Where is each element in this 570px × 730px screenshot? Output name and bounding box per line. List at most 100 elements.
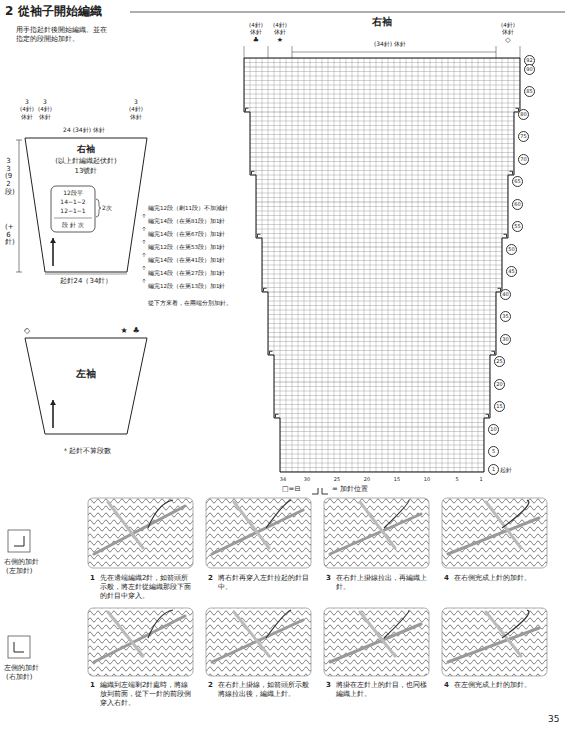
page-title: 2 從袖子開始編織 [5,4,102,19]
dimension-label: 起針 [500,466,512,474]
node-text: 12段平 [63,189,83,197]
technique-name: (左加針) [6,567,32,576]
step-text: 在左側完成上針的加針。 [454,681,549,690]
row-instruction: 編完14段（在第41段）加1針 [148,257,226,264]
part-name: 左袖 [76,368,96,381]
row-number: 30 [500,334,511,345]
row-number: 25 [494,356,505,367]
dimension-label: 休針 [21,114,33,121]
sleeve-shape: 右袖 (以上針編織起伏針)13號針 12段平14−1−212−1−1 段 針 次 2次 [25,138,147,272]
dimension-label: (4針) [501,22,515,29]
row-instruction: 編完14段（在第81段）加1針 [148,218,226,225]
technique-name: 左側的加針 [4,664,39,673]
stitch-number: 5 [455,476,458,482]
row-instruction: 編完14段（在第27段）加1針 [148,270,226,277]
row-number: 15 [494,401,505,412]
dimension-label: ◇ [24,326,30,336]
stitch-number: 25 [334,476,340,482]
dimension-label: ♣ [132,326,139,336]
step-number: 2 [208,681,213,690]
dimension-label: 24 (34針) 休針 [63,126,105,134]
step-number: 3 [326,574,331,583]
chart-title: 右袖 [372,16,392,29]
symbol-key: □=⊟ [282,485,300,494]
dimension-label: 休針 [502,29,514,36]
stitch-number: 15 [394,476,400,482]
dimension-label: (4針) [38,106,52,113]
dimension-label: (4針) [20,106,34,113]
step-text: 在右側完成上針的加針。 [454,574,549,583]
step-number: 1 [90,574,95,583]
row-instruction: 編完12段（在第53段）加1針 [148,244,226,251]
dimension-label: 休針 [250,29,262,36]
row-number: 60 [512,199,523,210]
row-number: 10 [488,424,499,435]
dimension-label: 休針 [274,29,286,36]
step-text: 編織到左端剩2針處時，將線放到前面，從下一針的前段側穿入右針。 [100,681,195,707]
node-text: 12−1−1 [60,207,85,215]
step-number: 4 [444,681,449,690]
step-number: 4 [444,574,449,583]
step-text: 先在邊端編織2針，如箭頭所示般，將左針從編織那段下面的針目中穿入。 [100,574,195,600]
dimension-label: 3 [43,98,47,106]
row-number: 40 [500,289,511,300]
node-text: 13號針 [75,167,98,176]
dimension-label: 休針 [130,114,142,121]
stitch-number: 10 [424,476,430,482]
row-number: 35 [500,311,511,322]
dimension-label: (4針) [129,106,143,113]
row-number: 65 [512,176,523,187]
node-text: 2次 [102,204,112,212]
step-text: 將右針再穿入左針拉起的針目中。 [218,574,313,592]
row-instruction: 編完14段（在第67段）加1針 [148,231,226,238]
node-text: 14−1−2 [60,198,85,206]
stitch-number: 34 [280,476,286,482]
row-number: 1 [488,464,499,475]
dimension-label: (+6針) [5,224,12,247]
instruction-note: 用手指起針後開始編織。並在指定的段開始加針。 [16,26,108,44]
row-number: 80 [518,109,529,120]
dimension-label: (4針) [273,22,287,29]
row-number: 75 [518,131,529,142]
dimension-label: (4針) [249,22,263,29]
dimension-label: ★ [120,326,127,336]
step-text: 在右針上掛線拉出，再編織上針。 [336,574,431,592]
row-number: 5 [488,446,499,457]
step-number: 2 [208,574,213,583]
row-instruction: 編完12段（在第13段）加1針 [148,283,226,290]
sleeve-shape: 左袖 [25,338,147,434]
dimension-label: 休針 [39,114,51,121]
node-text: (以上針編織起伏針) [55,157,116,166]
shape-outline [25,338,147,434]
symbol-key: = 加針位置 [332,485,368,494]
row-number: 55 [512,221,523,232]
row-number: 90 [524,64,535,75]
stitch-number: 30 [304,476,310,482]
step-number: 3 [326,681,331,690]
stitch-number: 1 [479,476,482,482]
step-text: 在右針上掛線，如箭頭所示般將線拉出後，編織上針。 [218,681,313,699]
dimension-label: 3 [25,98,29,106]
row-instruction: 編完12段（剩11段）不加減針 [148,205,228,212]
technique-name: 右側的加針 [4,558,39,567]
row-number: 50 [506,244,517,255]
row-number: 70 [518,154,529,165]
dimension-label: ◇ [505,36,510,45]
row-number: 20 [494,379,505,390]
stitch-number: 20 [364,476,370,482]
dimension-label: ＊起針不算段數 [62,447,111,456]
dimension-label: ★ [277,36,283,45]
part-name: 右袖 [77,144,95,155]
page-number: 35 [548,714,559,725]
dimension-label: 3 [134,98,138,106]
dimension-label: 33 (92段) [5,158,12,196]
technique-name: (右加針) [6,673,32,682]
row-number: 85 [524,86,535,97]
row-number: 45 [506,266,517,277]
step-text: 將掛在左針上的針目，也同樣編織上針。 [336,681,431,699]
node-text: 段 針 次 [62,221,84,229]
instruction-box: 12段平14−1−212−1−1 段 針 次 2次 [51,186,121,234]
dimension-label: (34針) 休針 [374,40,406,48]
row-instruction: 從下方來看，在兩端分別加針。 [148,300,232,307]
dimension-label: ♣ [253,36,259,45]
